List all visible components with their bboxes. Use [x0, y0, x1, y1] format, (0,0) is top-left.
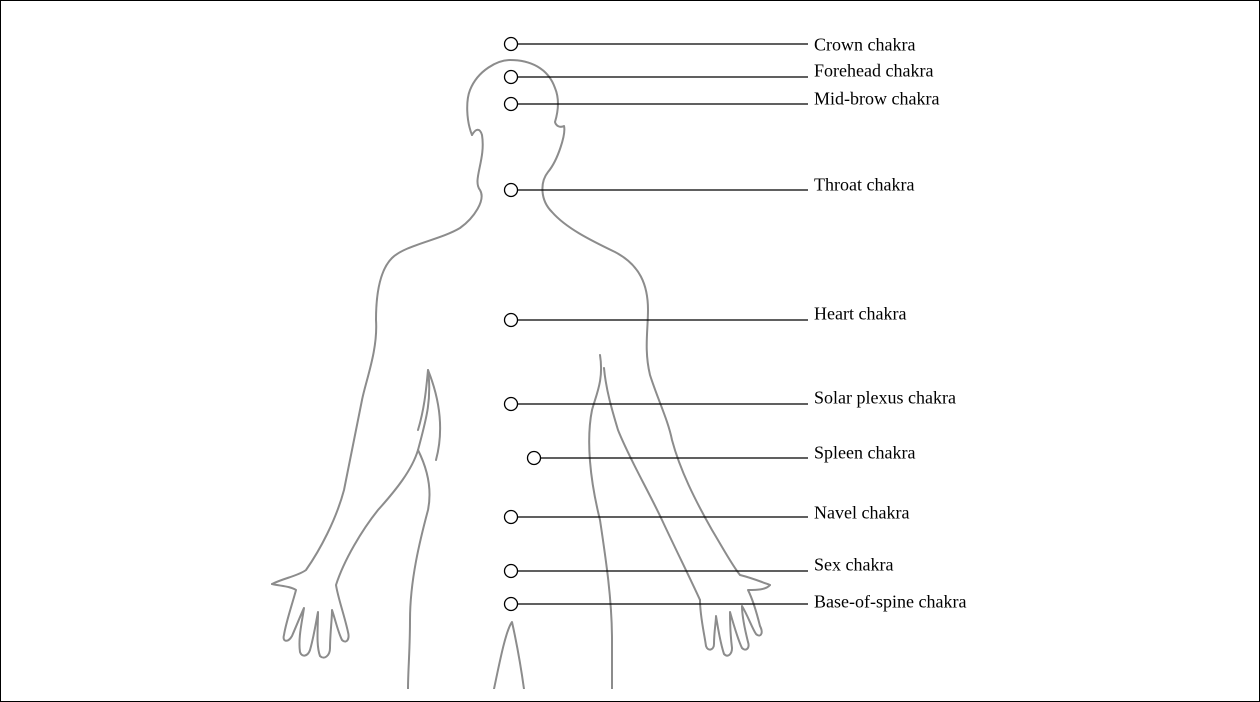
- chakra-forehead: Forehead chakra: [505, 60, 934, 83]
- arm-right-inner-2: [604, 368, 700, 600]
- human-body-outline: [272, 60, 770, 689]
- chakra-label: Mid-brow chakra: [814, 88, 939, 108]
- chakra-marker[interactable]: [505, 598, 518, 611]
- chakra-marker[interactable]: [528, 452, 541, 465]
- chakra-markers: Crown chakra Forehead chakra Mid-brow ch…: [505, 34, 967, 611]
- chakra-label: Sex chakra: [814, 554, 893, 574]
- chakra-solar-plexus: Solar plexus chakra: [505, 387, 956, 410]
- arm-left: [272, 130, 483, 584]
- chakra-marker[interactable]: [505, 565, 518, 578]
- chakra-heart: Heart chakra: [505, 303, 907, 326]
- chakra-label: Solar plexus chakra: [814, 387, 956, 407]
- chakra-marker[interactable]: [505, 398, 518, 411]
- chakra-crown: Crown chakra: [505, 34, 916, 54]
- chakra-label: Base-of-spine chakra: [814, 591, 966, 611]
- chakra-marker[interactable]: [505, 511, 518, 524]
- chakra-marker[interactable]: [505, 314, 518, 327]
- chakra-spleen: Spleen chakra: [528, 442, 916, 464]
- chakra-label: Forehead chakra: [814, 60, 933, 80]
- chakra-label: Heart chakra: [814, 303, 906, 323]
- chakra-throat: Throat chakra: [505, 174, 915, 196]
- chakra-label: Navel chakra: [814, 502, 909, 522]
- chakra-marker[interactable]: [505, 38, 518, 51]
- leg-inner: [494, 622, 524, 689]
- chakra-sex: Sex chakra: [505, 554, 894, 577]
- chakra-label: Crown chakra: [814, 34, 915, 54]
- chakra-marker[interactable]: [505, 184, 518, 197]
- chakra-marker[interactable]: [505, 71, 518, 84]
- arm-right-inner-1: [589, 355, 612, 689]
- chakra-marker[interactable]: [505, 98, 518, 111]
- chakra-mid-brow: Mid-brow chakra: [505, 88, 940, 110]
- chakra-label: Throat chakra: [814, 174, 914, 194]
- chakra-base-of-spine: Base-of-spine chakra: [505, 591, 967, 611]
- arm-left-inner: [418, 370, 429, 450]
- chakra-label: Spleen chakra: [814, 442, 915, 462]
- hand-right: [700, 585, 770, 656]
- torso-left-inner: [408, 450, 430, 689]
